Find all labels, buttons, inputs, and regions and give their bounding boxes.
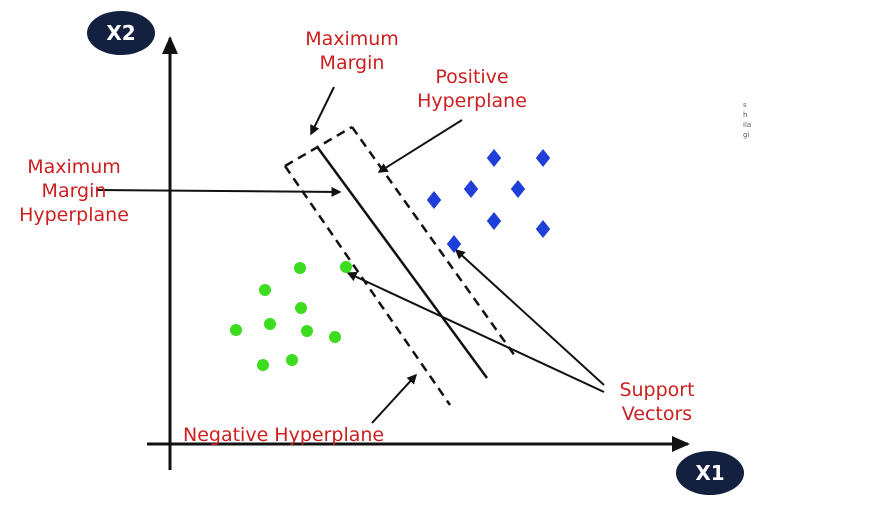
negative-point (257, 359, 269, 371)
negative-point (329, 331, 341, 343)
positive-point (486, 212, 502, 230)
positive-point (535, 220, 551, 238)
positive-point (535, 149, 551, 167)
negative-hyperplane-line (283, 165, 452, 406)
negative-hyperplane-label: Negative Hyperplane (183, 424, 385, 446)
arrow-positive-hyperplane (377, 119, 463, 173)
negative-point (230, 324, 242, 336)
negative-class-points (230, 261, 352, 371)
negative-point (286, 354, 298, 366)
maximum-margin-label: Maximum Margin (305, 28, 399, 74)
positive-class-points (426, 149, 551, 253)
negative-point (294, 262, 306, 274)
arrow-negative-hyperplane (371, 373, 418, 424)
arrow-support-vector-positive (454, 248, 605, 386)
margin-top-cap (284, 125, 353, 168)
maximum-margin-hyperplane-label: Maximum Margin Hyperplane (19, 156, 129, 226)
positive-point (446, 235, 462, 253)
negative-point (295, 302, 307, 314)
negative-point (340, 261, 352, 273)
maximum-margin-hyperplane-line (316, 147, 489, 379)
negative-point (264, 318, 276, 330)
arrow-margin-hyperplane (95, 186, 342, 197)
positive-point (510, 180, 526, 198)
arrow-support-vector-negative (346, 272, 605, 393)
positive-hyperplane-label: Positive Hyperplane (417, 66, 527, 112)
negative-point (301, 325, 313, 337)
x-axis-label: X1 (676, 451, 744, 495)
support-vectors-label: Support Vectors (619, 379, 695, 425)
positive-point (486, 149, 502, 167)
positive-point (463, 180, 479, 198)
clipped-side-text: s h ila gi (743, 101, 752, 139)
positive-point (426, 191, 442, 209)
y-axis-label: X2 (87, 11, 155, 55)
arrow-maximum-margin (310, 86, 335, 136)
negative-point (259, 284, 271, 296)
